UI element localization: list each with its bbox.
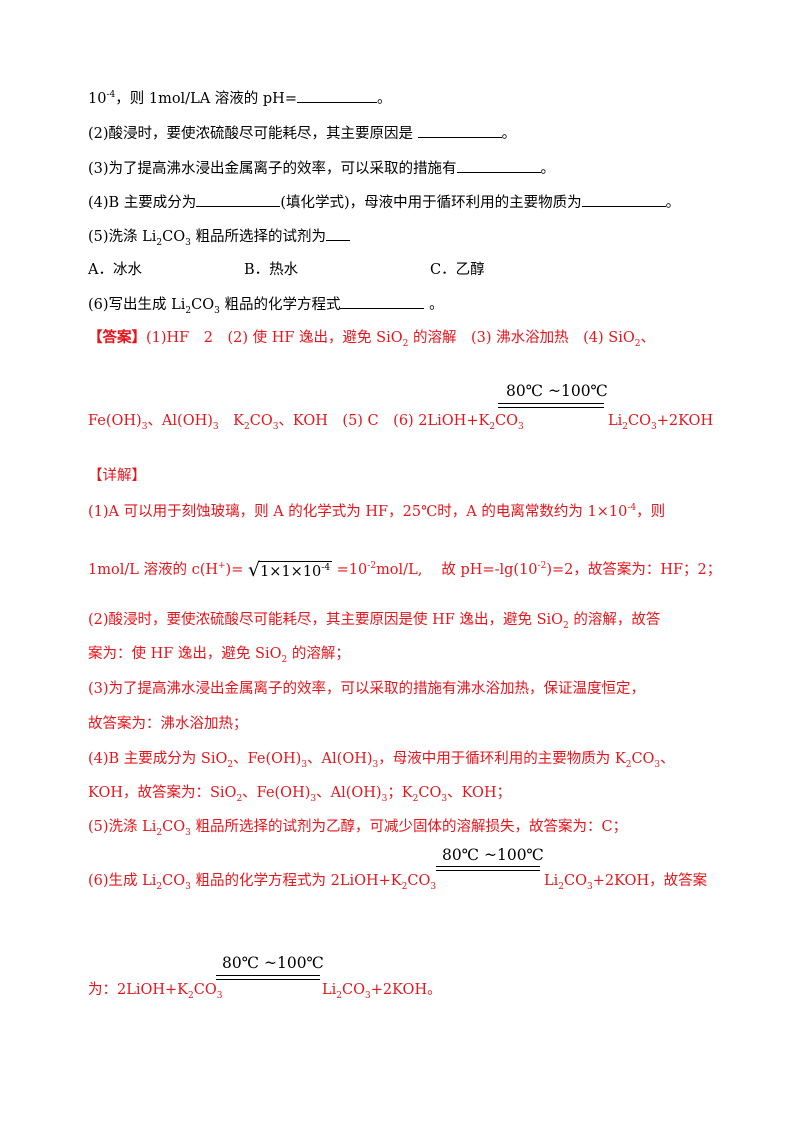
option-b: B．热水 bbox=[244, 262, 299, 278]
detail-label: 【详解】 bbox=[88, 468, 146, 484]
detail-line-5: (3)为了提高沸水浸出金属离子的效率，可以采取的措施有沸水浴加热，保证温度恒定， bbox=[88, 681, 646, 697]
detail-line-9: (5)洗涤 Li2CO3 粗品所选择的试剂为乙醇，可减少固体的溶解损失，故答案为… bbox=[88, 819, 628, 838]
detail-reaction-condition-2: 80℃ ~100℃ bbox=[222, 954, 324, 972]
question-line-5: (5)洗涤 Li2CO3 粗品所选择的试剂为 bbox=[88, 226, 350, 247]
detail-line-3: (2)酸浸时，要使浓硫酸尽可能耗尽，其主要原因是使 HF 逸出，避免 SiO2 … bbox=[88, 612, 661, 631]
option-c: C．乙醇 bbox=[430, 262, 485, 278]
detail-product-2: Li2CO3+2KOH。 bbox=[322, 982, 442, 1001]
question-line-2: (2)酸浸时，要使浓硫酸尽可能耗尽，其主要原因是 。 bbox=[88, 123, 516, 144]
answer-line-2: Fe(OH)3、Al(OH)3 K2CO3、KOH (5) C (6) 2LiO… bbox=[88, 413, 524, 432]
detail-line-2: 1mol/L 溶液的 c(H+)= √1×1×10-4 =10-2mol/L, … bbox=[88, 559, 722, 581]
question-line-3: (3)为了提高沸水浸出金属离子的效率，可以采取的措施有。 bbox=[88, 158, 555, 179]
detail-line-10: (6)生成 Li2CO3 粗品的化学方程式为 2LiOH+K2CO3 bbox=[88, 873, 437, 892]
answer-blank bbox=[325, 226, 350, 241]
detail-line-11: 为：2LiOH+K2CO3 bbox=[88, 982, 223, 1001]
options-line: A．冰水 B．热水 C．乙醇 bbox=[88, 260, 485, 280]
detail-line-7: (4)B 主要成分为 SiO2、Fe(OH)3、Al(OH)3，母液中用于循环利… bbox=[88, 751, 675, 770]
detail-equals-sign-1 bbox=[436, 866, 540, 871]
answer-equals-sign bbox=[498, 403, 604, 408]
answer-blank bbox=[340, 294, 425, 309]
detail-reaction-condition-1: 80℃ ~100℃ bbox=[442, 846, 544, 864]
answer-line-1: 【答案】(1)HF 2 (2) 使 HF 逸出，避免 SiO2 的溶解 (3) … bbox=[88, 329, 655, 349]
question-line-4: (4)B 主要成分为(填化学式)，母液中用于循环利用的主要物质为。 bbox=[88, 192, 680, 213]
answer-product: Li2CO3+2KOH bbox=[608, 413, 714, 432]
answer-blank bbox=[196, 192, 281, 207]
detail-product-1: Li2CO3+2KOH，故答案 bbox=[544, 873, 708, 892]
detail-line-4: 案为：使 HF 逸出，避免 SiO2 的溶解； bbox=[88, 646, 350, 665]
answer-label: 【答案】 bbox=[88, 329, 146, 346]
question-line-1: 10-4，则 1mol/LA 溶液的 pH=。 bbox=[88, 88, 391, 109]
answer-blank bbox=[296, 88, 377, 103]
square-root: √1×1×10-4 bbox=[247, 559, 333, 581]
answer-reaction-condition: 80℃ ~100℃ bbox=[506, 382, 608, 400]
detail-line-1: (1)A 可以用于刻蚀玻璃，则 A 的化学式为 HF，25℃时，A 的电离常数约… bbox=[88, 503, 666, 520]
detail-line-8: KOH，故答案为：SiO2、Fe(OH)3、Al(OH)3；K2CO3、KOH； bbox=[88, 785, 512, 804]
option-a: A．冰水 bbox=[88, 262, 142, 278]
answer-blank bbox=[417, 123, 502, 138]
detail-line-6: 故答案为：沸水浴加热； bbox=[88, 716, 248, 732]
answer-blank bbox=[581, 192, 666, 207]
answer-blank bbox=[456, 158, 541, 173]
detail-equals-sign-2 bbox=[216, 975, 320, 980]
question-line-6: (6)写出生成 Li2CO3 粗品的化学方程式 。 bbox=[88, 294, 444, 315]
